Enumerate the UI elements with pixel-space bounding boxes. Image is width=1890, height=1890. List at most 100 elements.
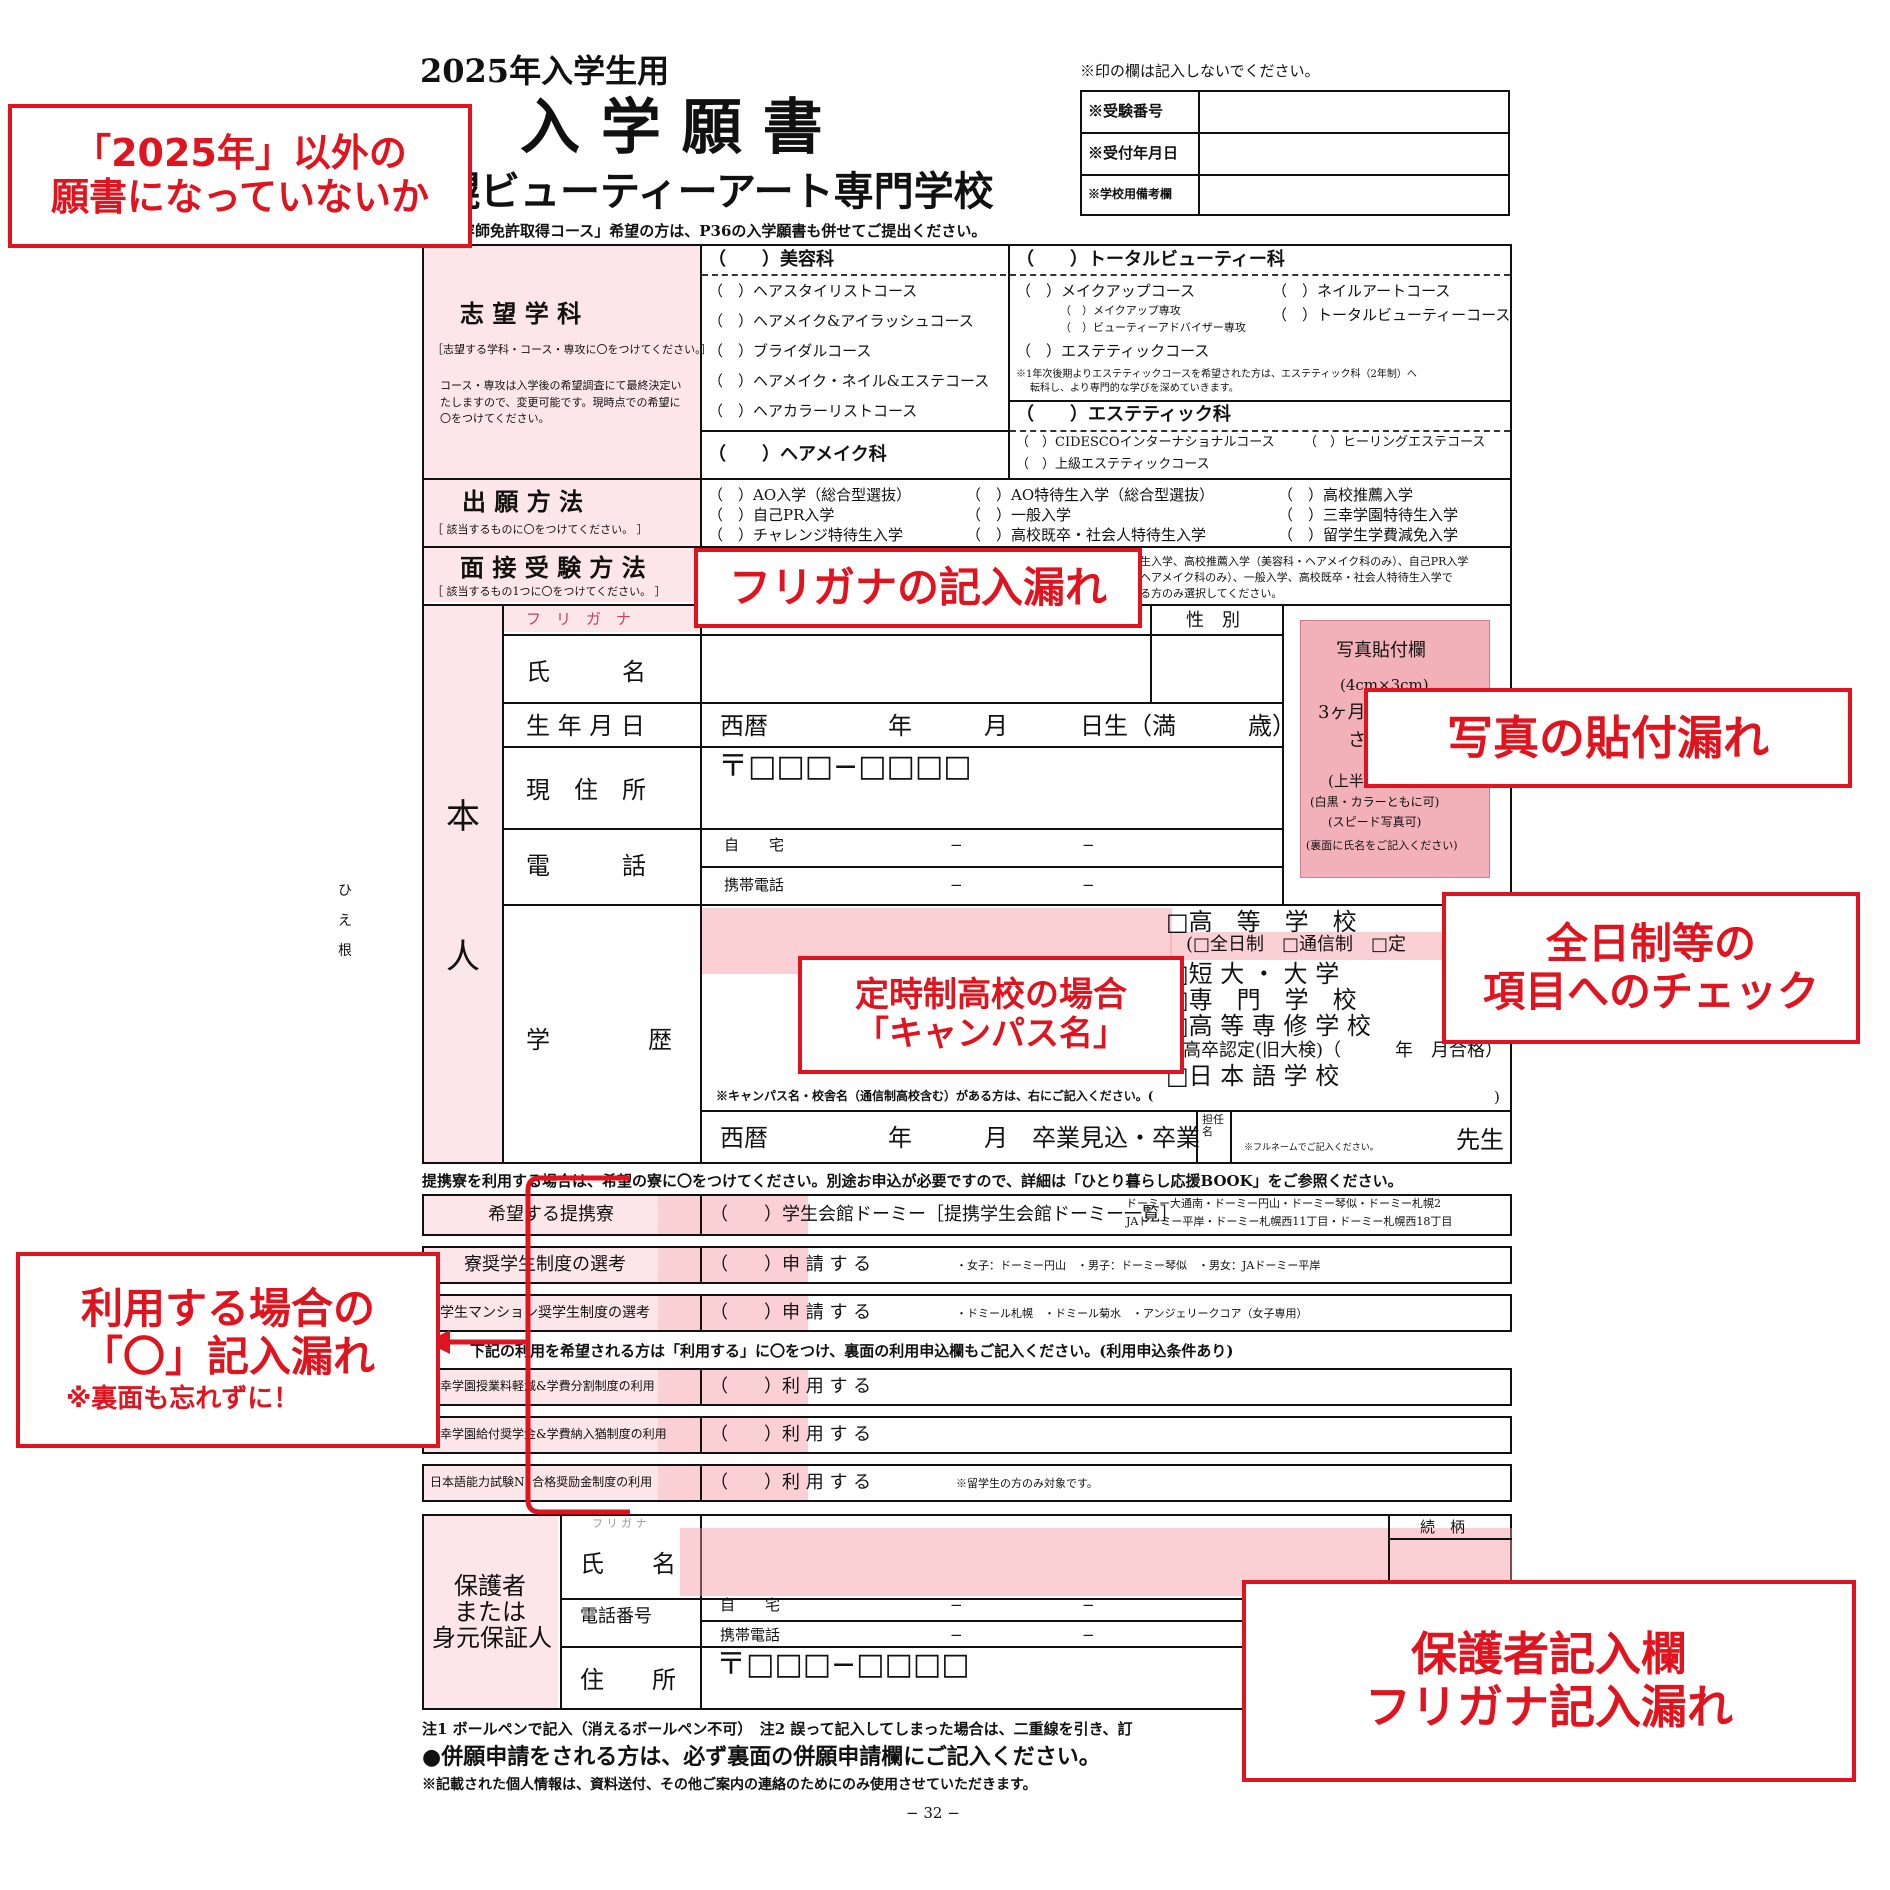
option-ippan[interactable]: （ ）一般入学 <box>966 506 1072 524</box>
callout-fulltime-line-1: 全日制等の <box>1545 918 1756 968</box>
guardian-postal[interactable]: 〒□□□−□□□□ <box>716 1647 970 1682</box>
dorm-choice-2[interactable]: （ ）申 請 す る <box>710 1254 872 1275</box>
callout-fulltime: 全日制等の 項目へのチェック <box>1442 892 1860 1044</box>
callout-dorm-line-3: ※裏面も忘れずに！ <box>66 1384 300 1415</box>
mobile-phone-field[interactable] <box>820 870 1270 902</box>
hairmake-title[interactable]: （ ）ヘアメイク科 <box>708 444 887 465</box>
course-esthetic[interactable]: （ ）エステティックコース <box>1016 342 1210 360</box>
option-sanko[interactable]: （ ）三幸学園特待生入学 <box>1278 506 1459 524</box>
callout-guardian-line-1: 保護者記入欄 <box>1411 1627 1687 1682</box>
birth-field[interactable]: 西暦 年 月 日生（満 歳） <box>720 712 1296 740</box>
option-ao-tokutai[interactable]: （ ）AO特待生入学（総合型選抜） <box>966 486 1215 504</box>
guardian-home-dash-2: − <box>1082 1596 1095 1614</box>
course-total-beauty[interactable]: （ ）トータルビューティーコース <box>1272 306 1511 324</box>
total-beauty-title[interactable]: （ ）トータルビューティー科 <box>1016 249 1285 270</box>
interview-sub: ［ 該当するもの1つに〇をつけてください。 ］ <box>432 585 666 598</box>
callout-dorm: 利用する場合の 「〇」記入漏れ ※裏面も忘れずに！ <box>16 1252 440 1448</box>
birth-label: 生 年 月 日 <box>526 712 645 740</box>
scholarship-label-1: 幸学園授業料軽減&学費分割制度の利用 <box>440 1379 655 1393</box>
callout-furigana: フリガナの記入漏れ <box>694 548 1142 628</box>
course-cidesco[interactable]: （ ）CIDESCOインターナショナルコース <box>1016 435 1275 450</box>
callout-fulltime-line-2: 項目へのチェック <box>1482 967 1819 1016</box>
photo-line-5: (スピード写真可) <box>1328 815 1422 829</box>
course-hairmake-eyelash[interactable]: （ ）ヘアメイク&アイラッシュコース <box>708 312 974 330</box>
home-phone-field[interactable] <box>820 832 1270 862</box>
photo-line-2: さ <box>1348 730 1366 751</box>
callout-photo-text: 写真の貼付漏れ <box>1447 710 1769 765</box>
course-hairmake-nail-esthe[interactable]: （ ）ヘアメイク・ネイル&エステコース <box>708 372 990 390</box>
school-type-kousotsu[interactable]: □高卒認定(旧大検)（ 年 月合格） <box>1166 1040 1504 1061</box>
graduation-field[interactable]: 西暦 年 月 卒業見込・卒業 <box>720 1124 1200 1152</box>
course-haircolorist[interactable]: （ ）ヘアカラーリストコース <box>708 402 918 420</box>
mobile-phone-dash-2: − <box>1082 876 1095 894</box>
interview-note-1: 生入学、高校推薦入学（美容科・ヘアメイク科のみ）、自己PR入学 <box>1140 555 1469 568</box>
guardian-relation-label: 続 柄 <box>1420 1518 1466 1536</box>
major-makeup[interactable]: （ ）メイクアップ専攻 <box>1060 304 1181 317</box>
footer-note-2: ●併願申請をされる方は、必ず裏面の併願申請欄にご記入ください。 <box>422 1744 1101 1770</box>
scholarship-intro: 下記の利用を希望される方は「利用する」に〇をつけ、裏面の利用申込欄もご記入くださ… <box>470 1342 1234 1360</box>
school-name: 幌ビューティーアート専門学校 <box>440 168 994 215</box>
dorm-intro: 提携寮を利用する場合は、希望の寮に〇をつけてください。別途お申込が必要ですので、… <box>422 1172 1403 1190</box>
scholarship-choice-2[interactable]: （ ）利 用 す る <box>710 1424 872 1445</box>
scholarship-choice-3[interactable]: （ ）利 用 す る <box>710 1472 872 1493</box>
gender-label: 性 別 <box>1186 610 1240 631</box>
guardian-address-label: 住 所 <box>580 1666 676 1694</box>
course-healing[interactable]: （ ）ヒーリングエステコース <box>1304 435 1486 450</box>
teacher-name-field[interactable] <box>1232 1112 1442 1160</box>
campus-close-paren: ) <box>1494 1088 1500 1106</box>
school-type-japanese[interactable]: □日 本 語 学 校 <box>1166 1062 1340 1090</box>
dorm-choice-3[interactable]: （ ）申 請 す る <box>710 1302 872 1323</box>
major-beauty-advisor[interactable]: （ ）ビューティーアドバイザー専攻 <box>1060 321 1246 334</box>
guardian-label-2: または <box>454 1598 526 1626</box>
course-nailart[interactable]: （ ）ネイルアートコース <box>1272 282 1451 300</box>
course-makeup[interactable]: （ ）メイクアップコース <box>1016 282 1195 300</box>
school-type-university[interactable]: □短 大 ・ 大 学 <box>1166 960 1340 988</box>
callout-photo: 写真の貼付漏れ <box>1364 688 1852 788</box>
school-type-vocational[interactable]: □専 門 学 校 <box>1166 986 1357 1014</box>
course-bridal[interactable]: （ ）ブライダルコース <box>708 342 872 360</box>
school-type-course[interactable]: (□全日制 □通信制 □定 <box>1186 934 1407 955</box>
interview-note-3: る方のみ選択してください。 <box>1140 587 1283 600</box>
receipt-date-field[interactable] <box>1200 134 1508 174</box>
exam-number-field[interactable] <box>1200 92 1508 132</box>
option-challenge[interactable]: （ ）チャレンジ特待生入学 <box>708 526 903 544</box>
exam-number-label: ※受験番号 <box>1088 102 1164 120</box>
option-kisotsu[interactable]: （ ）高校既卒・社会人特待生入学 <box>966 526 1207 544</box>
guardian-home-label: 自 宅 <box>720 1596 781 1614</box>
option-ao[interactable]: （ ）AO入学（総合型選抜） <box>708 486 912 504</box>
callout-dorm-line-1: 利用する場合の <box>80 1283 375 1333</box>
esthetic-title[interactable]: （ ）エステティック科 <box>1016 404 1231 425</box>
photo-line-3: (上半 <box>1328 772 1364 790</box>
guardian-mobile-dash-2: − <box>1082 1626 1095 1644</box>
option-jiko-pr[interactable]: （ ）自己PR入学 <box>708 506 835 524</box>
name-field[interactable] <box>702 636 1148 702</box>
school-type-high-school[interactable]: □高 等 学 校 <box>1166 908 1357 936</box>
gender-field[interactable] <box>1152 636 1280 702</box>
guardian-mobile-dash-1: − <box>950 1626 963 1644</box>
page-number: − 32 − <box>906 1804 960 1822</box>
dorm-choice-1[interactable]: （ ）学生会館ドーミー［提携学生会館ドーミー一覧］ <box>710 1204 1178 1225</box>
sensei-label: 先生 <box>1456 1126 1504 1154</box>
department-label: 志 望 学 科 <box>460 299 582 328</box>
course-advanced-esthetic[interactable]: （ ）上級エステティックコース <box>1016 457 1210 472</box>
course-hairstylist[interactable]: （ ）ヘアスタイリストコース <box>708 282 918 300</box>
office-note: ※印の欄は記入しないでください。 <box>1080 62 1320 80</box>
option-suisen[interactable]: （ ）高校推薦入学 <box>1278 486 1414 504</box>
dorm-extra-3: ・ドミール札幌 ・ドミール菊水 ・アンジェリークコア（女子専用） <box>956 1307 1308 1320</box>
interview-label: 面 接 受 験 方 法 <box>460 553 646 582</box>
year-title: 2025年入学生用 <box>420 52 670 90</box>
callout-campus-line-2: 「キャンパス名」 <box>855 1014 1127 1054</box>
guardian-name-label: 氏 名 <box>580 1550 676 1578</box>
school-type-senshu[interactable]: □高 等 専 修 学 校 <box>1166 1012 1371 1040</box>
option-ryugakusei[interactable]: （ ）留学生学費減免入学 <box>1278 526 1459 544</box>
scholarship-choice-1[interactable]: （ ）利 用 す る <box>710 1376 872 1397</box>
total-note-1: ※1年次後期よりエステティックコースを希望された方は、エステティック科（2年制）… <box>1016 369 1417 380</box>
dorm-extra-2: ・女子：ドーミー円山 ・男子：ドーミー琴似 ・男女：JAドーミー平岸 <box>956 1259 1321 1272</box>
biyou-title[interactable]: （ ）美容科 <box>708 249 834 270</box>
school-remarks-field[interactable] <box>1200 176 1508 216</box>
footer-note-1: 注1 ボールペンで記入（消えるボールペン不可） 注2 誤って記入してしまった場合… <box>422 1720 1133 1738</box>
callout-furigana-text: フリガナの記入漏れ <box>728 562 1107 612</box>
address-postal[interactable]: 〒□□□−□□□□ <box>718 749 972 784</box>
guardian-home-dash-1: − <box>950 1596 963 1614</box>
dorm-bracket-arrow <box>426 1175 630 1515</box>
